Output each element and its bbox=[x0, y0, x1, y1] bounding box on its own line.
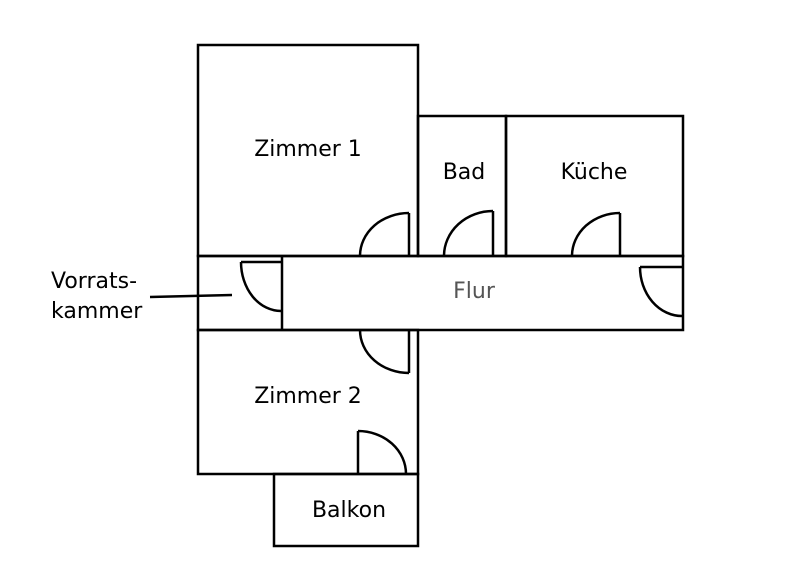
label-zimmer-1: Zimmer 1 bbox=[254, 137, 362, 162]
label-vorratskammer-line1: Vorrats- bbox=[51, 269, 137, 294]
label-vorratskammer-line2: kammer bbox=[51, 299, 143, 324]
label-balkon: Balkon bbox=[312, 498, 386, 523]
door-balkon bbox=[356, 429, 408, 475]
door-zimmer-2-top bbox=[358, 329, 411, 375]
door-zimmer-1 bbox=[358, 211, 411, 257]
room-balkon bbox=[272, 472, 420, 548]
label-zimmer-2: Zimmer 2 bbox=[254, 384, 362, 409]
door-kueche bbox=[570, 211, 622, 257]
door-vorratskammer bbox=[239, 260, 282, 313]
label-flur: Flur bbox=[453, 279, 496, 304]
room-kueche bbox=[504, 114, 685, 258]
label-kueche: Küche bbox=[561, 160, 628, 185]
label-bad: Bad bbox=[443, 160, 486, 185]
door-bad bbox=[442, 209, 495, 257]
vorratskammer-leader-line bbox=[149, 293, 233, 299]
room-flur bbox=[196, 254, 685, 332]
door-flur-east bbox=[638, 265, 683, 318]
